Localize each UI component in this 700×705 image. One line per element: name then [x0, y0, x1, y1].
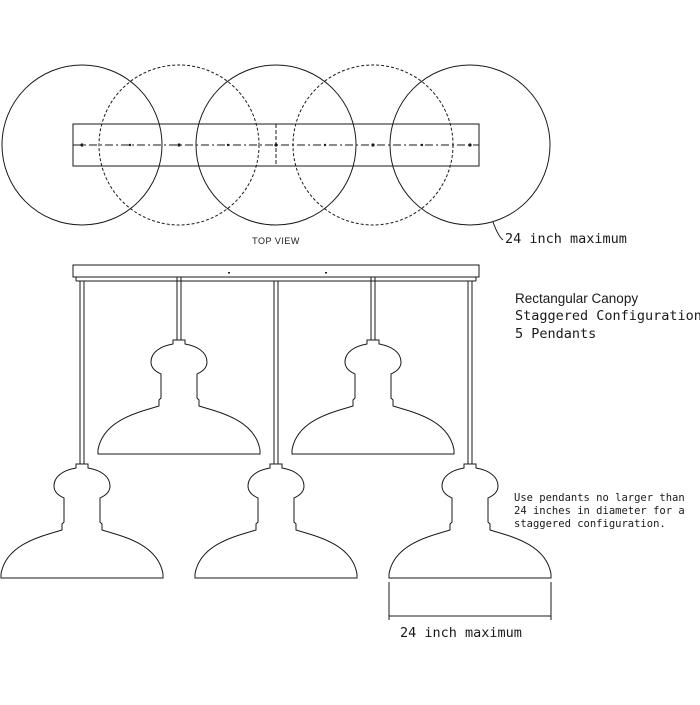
top-view-label: TOP VIEW	[252, 236, 300, 246]
canopy	[72, 264, 480, 278]
info-configuration: Staggered Configuration	[515, 308, 700, 324]
dimension-marker	[388, 582, 552, 620]
pendant-front-1	[0, 463, 164, 579]
top-view	[1, 64, 551, 241]
pendant-front-2	[194, 463, 358, 579]
info-pendant-count: 5 Pendants	[515, 326, 596, 342]
top-view-pendant-2	[98, 64, 260, 226]
note-line-3: staggered configuration.	[514, 518, 666, 530]
pendant-back-2	[291, 339, 455, 455]
top-view-pendant-1	[1, 64, 163, 226]
dimension-label: 24 inch maximum	[400, 625, 522, 641]
note-line-1: Use pendants no larger than	[514, 492, 685, 504]
top-view-mount-points	[80, 143, 472, 147]
pendant-back-1	[97, 339, 261, 455]
info-title: Rectangular Canopy	[515, 291, 638, 306]
side-view	[0, 264, 552, 620]
top-view-leader-line	[492, 221, 504, 241]
note-line-2: 24 inches in diameter for a	[514, 505, 685, 517]
stems	[79, 277, 473, 464]
top-view-max-label: 24 inch maximum	[505, 231, 627, 247]
